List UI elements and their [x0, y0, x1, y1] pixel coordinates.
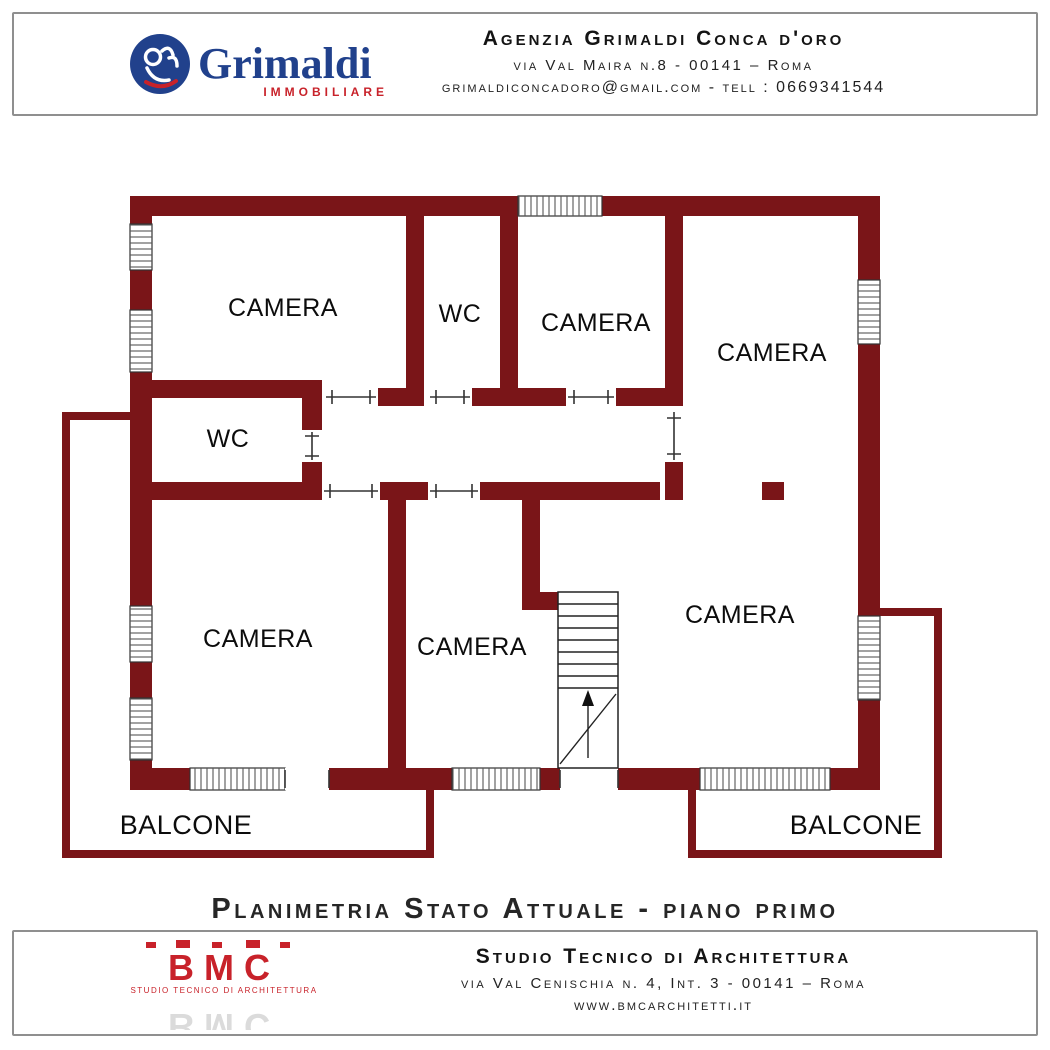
- plan-title: Planimetria Stato Attuale - piano primo: [211, 893, 839, 925]
- agency-contact: grimaldiconcadoro@gmail.com - tell : 066…: [441, 79, 886, 96]
- bmc-reflection: BMC: [168, 1006, 280, 1047]
- ok-hand-icon: [143, 46, 179, 89]
- bmc-subtitle: STUDIO TECNICO DI ARCHITETTURA: [130, 986, 317, 995]
- room-label-camera-bottom-right: CAMERA: [685, 601, 795, 629]
- studio-info: Studio Tecnico di Architettura via Val C…: [309, 945, 1018, 1015]
- window: [451, 767, 541, 791]
- studio-address: via Val Cenischia n. 4, Int. 3 - 00141 –…: [460, 975, 867, 992]
- walls: [130, 196, 880, 790]
- balcony-right-rail: [688, 608, 942, 858]
- agency-name: Agenzia Grimaldi Conca d'oro: [482, 27, 845, 50]
- window: [857, 615, 881, 701]
- window: [129, 309, 153, 373]
- window: [129, 223, 153, 271]
- room-label-wc-top: WC: [439, 300, 482, 328]
- balcony-left-rail: [62, 412, 434, 858]
- room-label-camera-top-left: CAMERA: [228, 294, 338, 322]
- bmc-logo-graphic: BMC STUDIO TECNICO DI ARCHITETTURA BMC: [130, 940, 317, 1047]
- grimaldi-logo-graphic: Grimaldi IMMOBILIARE: [130, 34, 388, 99]
- window: [857, 279, 881, 345]
- room-label-camera-bottom-center: CAMERA: [417, 633, 527, 661]
- stairs: [557, 591, 619, 769]
- room-label-wc-middle-left: WC: [207, 425, 250, 453]
- balcony-door-center: [560, 768, 618, 790]
- window: [129, 605, 153, 663]
- balcony-label-left: BALCONE: [120, 810, 253, 840]
- bmc-wordmark: BMC: [168, 947, 280, 988]
- header-panel: Grimaldi IMMOBILIARE Agenzia Grimaldi Co…: [12, 12, 1038, 116]
- balcony-label-right: BALCONE: [790, 810, 923, 840]
- logo-subtitle: IMMOBILIARE: [263, 85, 388, 99]
- agency-address: via Val Maira n.8 - 00141 – Roma: [513, 57, 814, 74]
- window: [129, 697, 153, 761]
- room-label-camera-top-right: CAMERA: [717, 339, 827, 367]
- windows: [129, 195, 881, 791]
- balcony-rails: [62, 412, 942, 858]
- stairs-direction-arrow: [582, 690, 594, 758]
- logo-circle: [130, 34, 190, 94]
- svg-text:BMC: BMC: [168, 1006, 280, 1030]
- window: [189, 767, 286, 791]
- studio-name: Studio Tecnico di Architettura: [475, 945, 852, 968]
- skyline-icon: [146, 940, 290, 948]
- stair-treads: [558, 603, 618, 689]
- window: [699, 767, 831, 791]
- bmc-logo: BMC STUDIO TECNICO DI ARCHITETTURA BMC: [124, 938, 334, 1047]
- footer-panel: BMC STUDIO TECNICO DI ARCHITETTURA BMC S…: [12, 930, 1038, 1047]
- room-labels: CAMERA WC CAMERA CAMERA WC CAMERA CAMERA…: [120, 294, 923, 840]
- room-label-camera-bottom-left: CAMERA: [203, 625, 313, 653]
- window: [517, 195, 603, 217]
- grimaldi-logo: Grimaldi IMMOBILIARE: [126, 26, 396, 104]
- door-openings: [284, 768, 619, 790]
- logo-wordmark: Grimaldi: [198, 39, 372, 88]
- agency-info: Agenzia Grimaldi Conca d'oro via Val Mai…: [309, 27, 1018, 97]
- balcony-door-left: [285, 768, 329, 790]
- doors: [305, 390, 681, 498]
- studio-website: www.bmcarchitetti.it: [573, 997, 754, 1014]
- room-label-camera-top-middle: CAMERA: [541, 309, 651, 337]
